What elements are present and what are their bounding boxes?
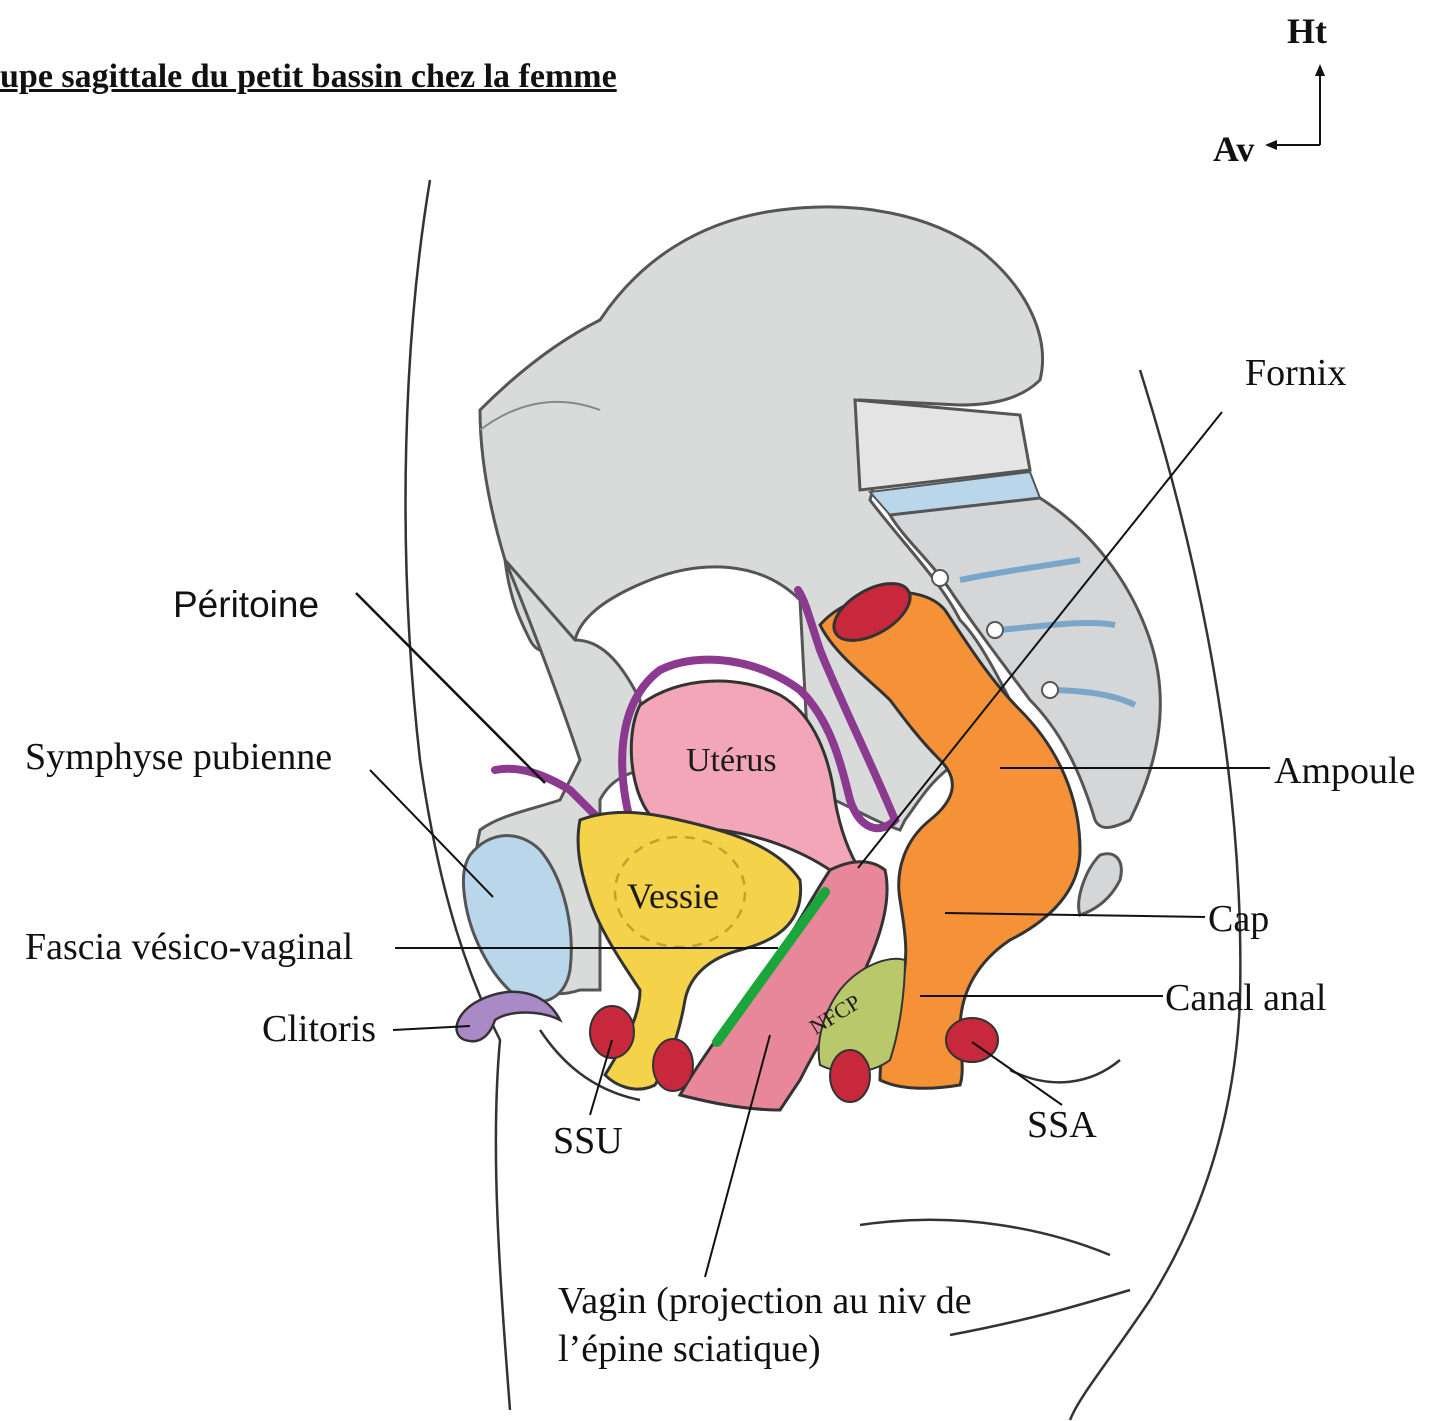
leader-peritoine	[356, 593, 545, 783]
leader-symphyse	[370, 770, 493, 897]
label-symphyse: Symphyse pubienne	[25, 738, 332, 776]
page-title: upe sagittale du petit bassin chez la fe…	[0, 58, 617, 96]
orientation-arrowhead-up	[1315, 64, 1325, 76]
body-outline-front	[406, 180, 510, 1410]
label-cap: Cap	[1208, 900, 1269, 938]
leader-ssa	[972, 1042, 1062, 1105]
sacral-foramen-1	[932, 570, 948, 586]
label-fornix: Fornix	[1245, 354, 1346, 392]
orientation-arrowhead-forward	[1265, 140, 1277, 150]
ssa-sphincter-1	[830, 1050, 870, 1102]
uterus-label: Utérus	[686, 744, 777, 778]
label-ssa: SSA	[1027, 1106, 1097, 1144]
buttock-crease-lower	[950, 1290, 1130, 1335]
label-fascia: Fascia vésico-vaginal	[25, 928, 353, 966]
label-clitoris: Clitoris	[262, 1010, 376, 1048]
sacral-foramen-2	[987, 622, 1003, 638]
buttock-crease	[860, 1220, 1110, 1255]
orientation-up-label: Ht	[1287, 10, 1327, 52]
label-ampoule: Ampoule	[1274, 752, 1415, 790]
sacral-foramen-3	[1042, 682, 1058, 698]
label-peritoine: Péritoine	[173, 586, 319, 623]
label-ssu: SSU	[553, 1122, 623, 1160]
orientation-forward-label: Av	[1213, 128, 1254, 170]
coccyx	[1079, 854, 1122, 915]
ssu-sphincter-2	[653, 1039, 693, 1091]
label-canal-anal: Canal anal	[1165, 979, 1326, 1017]
ssu-sphincter-1	[590, 1006, 634, 1058]
label-vagin: Vagin (projection au niv de l’épine scia…	[558, 1278, 972, 1373]
bladder-label: Vessie	[627, 878, 719, 914]
